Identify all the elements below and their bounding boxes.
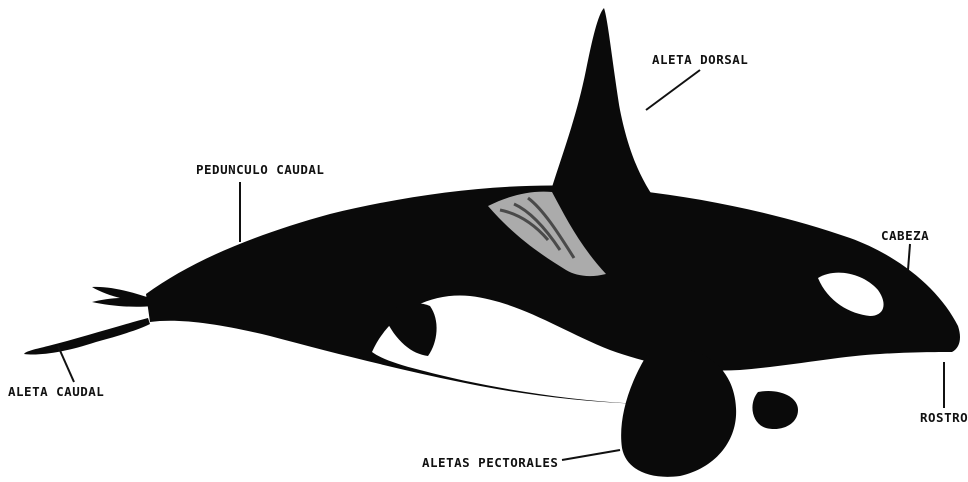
- leader-aleta-caudal: [58, 346, 74, 382]
- label-pedunculo-caudal: PEDUNCULO CAUDAL: [196, 162, 324, 177]
- label-cabeza: CABEZA: [881, 228, 929, 243]
- label-rostro: ROSTRO: [920, 410, 968, 425]
- dorsal-fin: [548, 8, 660, 206]
- label-aletas-pectorales: ALETAS PECTORALES: [422, 455, 558, 470]
- leader-cabeza: [908, 244, 910, 270]
- leader-aletas-pectorales: [562, 450, 620, 460]
- label-aleta-caudal: ALETA CAUDAL: [8, 384, 104, 399]
- tail-fluke-upper: [92, 287, 152, 307]
- label-aleta-dorsal: ALETA DORSAL: [652, 52, 748, 67]
- tail-fluke-lower: [24, 318, 150, 355]
- leader-aleta-dorsal: [646, 70, 700, 110]
